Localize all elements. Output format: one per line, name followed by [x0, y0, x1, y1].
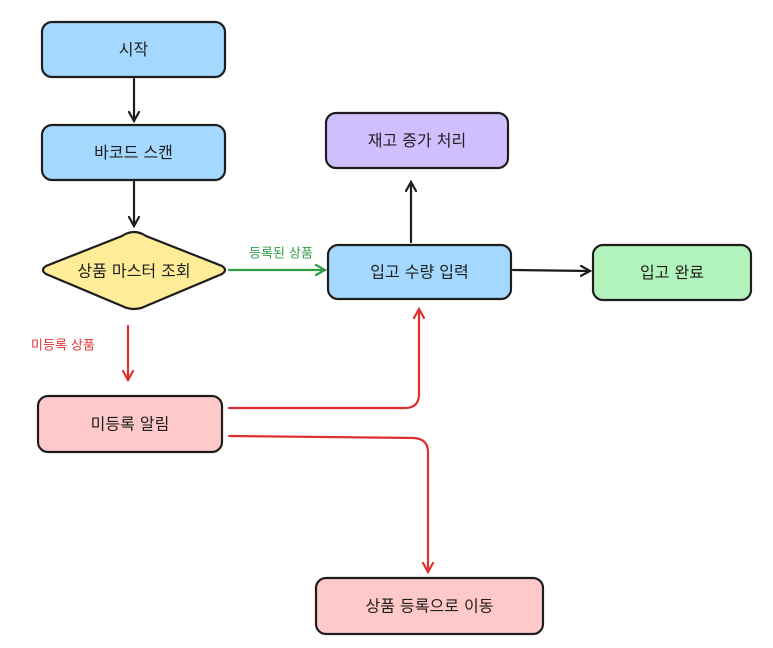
svg-text:입고 완료: 입고 완료 — [640, 263, 704, 282]
edge-alert-to-input — [227, 309, 419, 410]
edge-input-to-done — [511, 270, 590, 271]
svg-text:입고 수량 입력: 입고 수량 입력 — [370, 263, 469, 282]
svg-text:상품 마스터 조회: 상품 마스터 조회 — [77, 262, 190, 281]
node-lookup-decision: 상품 마스터 조회 — [41, 230, 227, 311]
node-scan: 바코드 스캔 — [40, 123, 227, 182]
svg-text:재고 증가 처리: 재고 증가 처리 — [368, 131, 467, 150]
svg-text:시작: 시작 — [119, 40, 149, 59]
node-input-qty: 입고 수량 입력 — [326, 243, 513, 301]
node-goto-register: 상품 등록으로 이동 — [314, 576, 545, 636]
node-stock-increase: 재고 증가 처리 — [324, 111, 510, 170]
svg-text:상품 등록으로 이동: 상품 등록으로 이동 — [366, 597, 494, 616]
svg-text:미등록 알림: 미등록 알림 — [91, 415, 170, 434]
node-unregistered-alert: 미등록 알림 — [36, 394, 224, 454]
svg-text:바코드 스캔: 바코드 스캔 — [94, 143, 173, 162]
node-done: 입고 완료 — [591, 243, 753, 302]
edge-label-unregistered: 미등록 상품 — [31, 339, 95, 354]
edge-label-registered: 등록된 상품 — [249, 247, 313, 262]
edge-alert-to-register — [227, 434, 428, 572]
node-start: 시작 — [40, 20, 227, 79]
